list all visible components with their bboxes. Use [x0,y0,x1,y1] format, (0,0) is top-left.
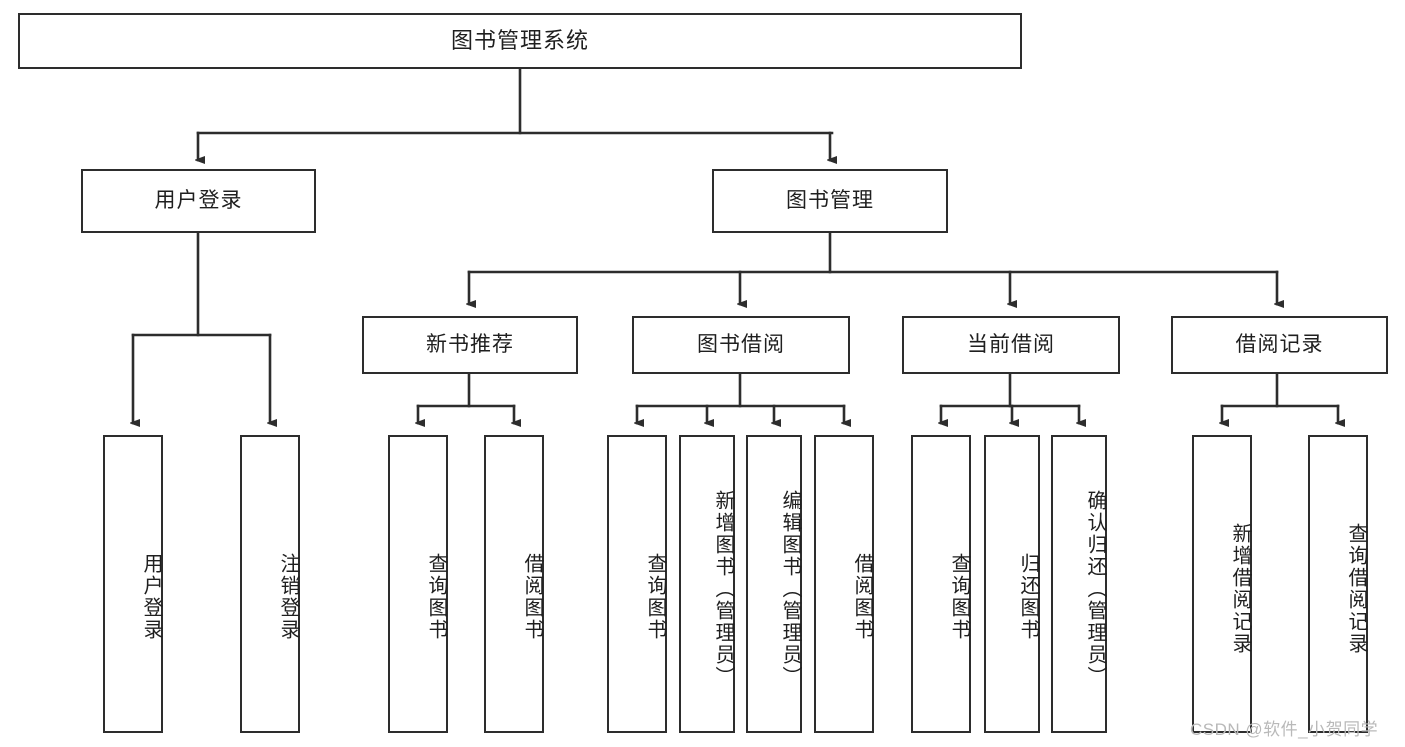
node-label: 查询图书 [644,553,666,641]
node-leaf-5[interactable]: 新增图书（管理员） [679,435,735,733]
node-level3-2[interactable]: 当前借阅 [902,316,1120,374]
node-leaf-12[interactable]: 查询借阅记录 [1308,435,1368,733]
node-leaf-4[interactable]: 查询图书 [607,435,667,733]
node-leaf-7[interactable]: 借阅图书 [814,435,874,733]
node-leaf-9[interactable]: 归还图书 [984,435,1040,733]
node-label: 查询借阅记录 [1345,523,1367,655]
node-label: 查询图书 [948,553,970,641]
node-label: 新增借阅记录 [1229,523,1251,655]
node-level2-0[interactable]: 用户登录 [81,169,316,233]
node-level3-3[interactable]: 借阅记录 [1171,316,1388,374]
node-root[interactable]: 图书管理系统 [18,13,1022,69]
node-label: 当前借阅 [967,333,1055,357]
node-label: 新书推荐 [426,333,514,357]
node-label: 用户登录 [154,189,243,213]
node-label: 借阅图书 [851,553,873,641]
node-leaf-8[interactable]: 查询图书 [911,435,971,733]
node-label: 图书管理系统 [450,27,589,53]
node-label: 借阅记录 [1235,333,1324,357]
node-label: 用户登录 [140,553,162,641]
node-label: 借阅图书 [521,553,543,641]
csdn-watermark: CSDN @软件_小贺同学 [1190,720,1379,739]
node-label: 图书借阅 [697,333,785,357]
node-level3-1[interactable]: 图书借阅 [632,316,850,374]
node-leaf-10[interactable]: 确认归还（管理员） [1051,435,1107,733]
node-leaf-1[interactable]: 注销登录 [240,435,300,733]
node-leaf-2[interactable]: 查询图书 [388,435,448,733]
node-leaf-3[interactable]: 借阅图书 [484,435,544,733]
node-label: 编辑图书（管理员） [779,490,801,688]
node-label: 归还图书 [1017,553,1039,641]
node-leaf-0[interactable]: 用户登录 [103,435,163,733]
node-label: 新增图书（管理员） [712,490,734,688]
node-leaf-6[interactable]: 编辑图书（管理员） [746,435,802,733]
node-label: 查询图书 [425,553,447,641]
node-leaf-11[interactable]: 新增借阅记录 [1192,435,1252,733]
node-label: 图书管理 [786,189,874,213]
node-level2-1[interactable]: 图书管理 [712,169,948,233]
node-label: 确认归还（管理员） [1084,490,1106,688]
node-label: 注销登录 [277,553,299,641]
node-level3-0[interactable]: 新书推荐 [362,316,578,374]
